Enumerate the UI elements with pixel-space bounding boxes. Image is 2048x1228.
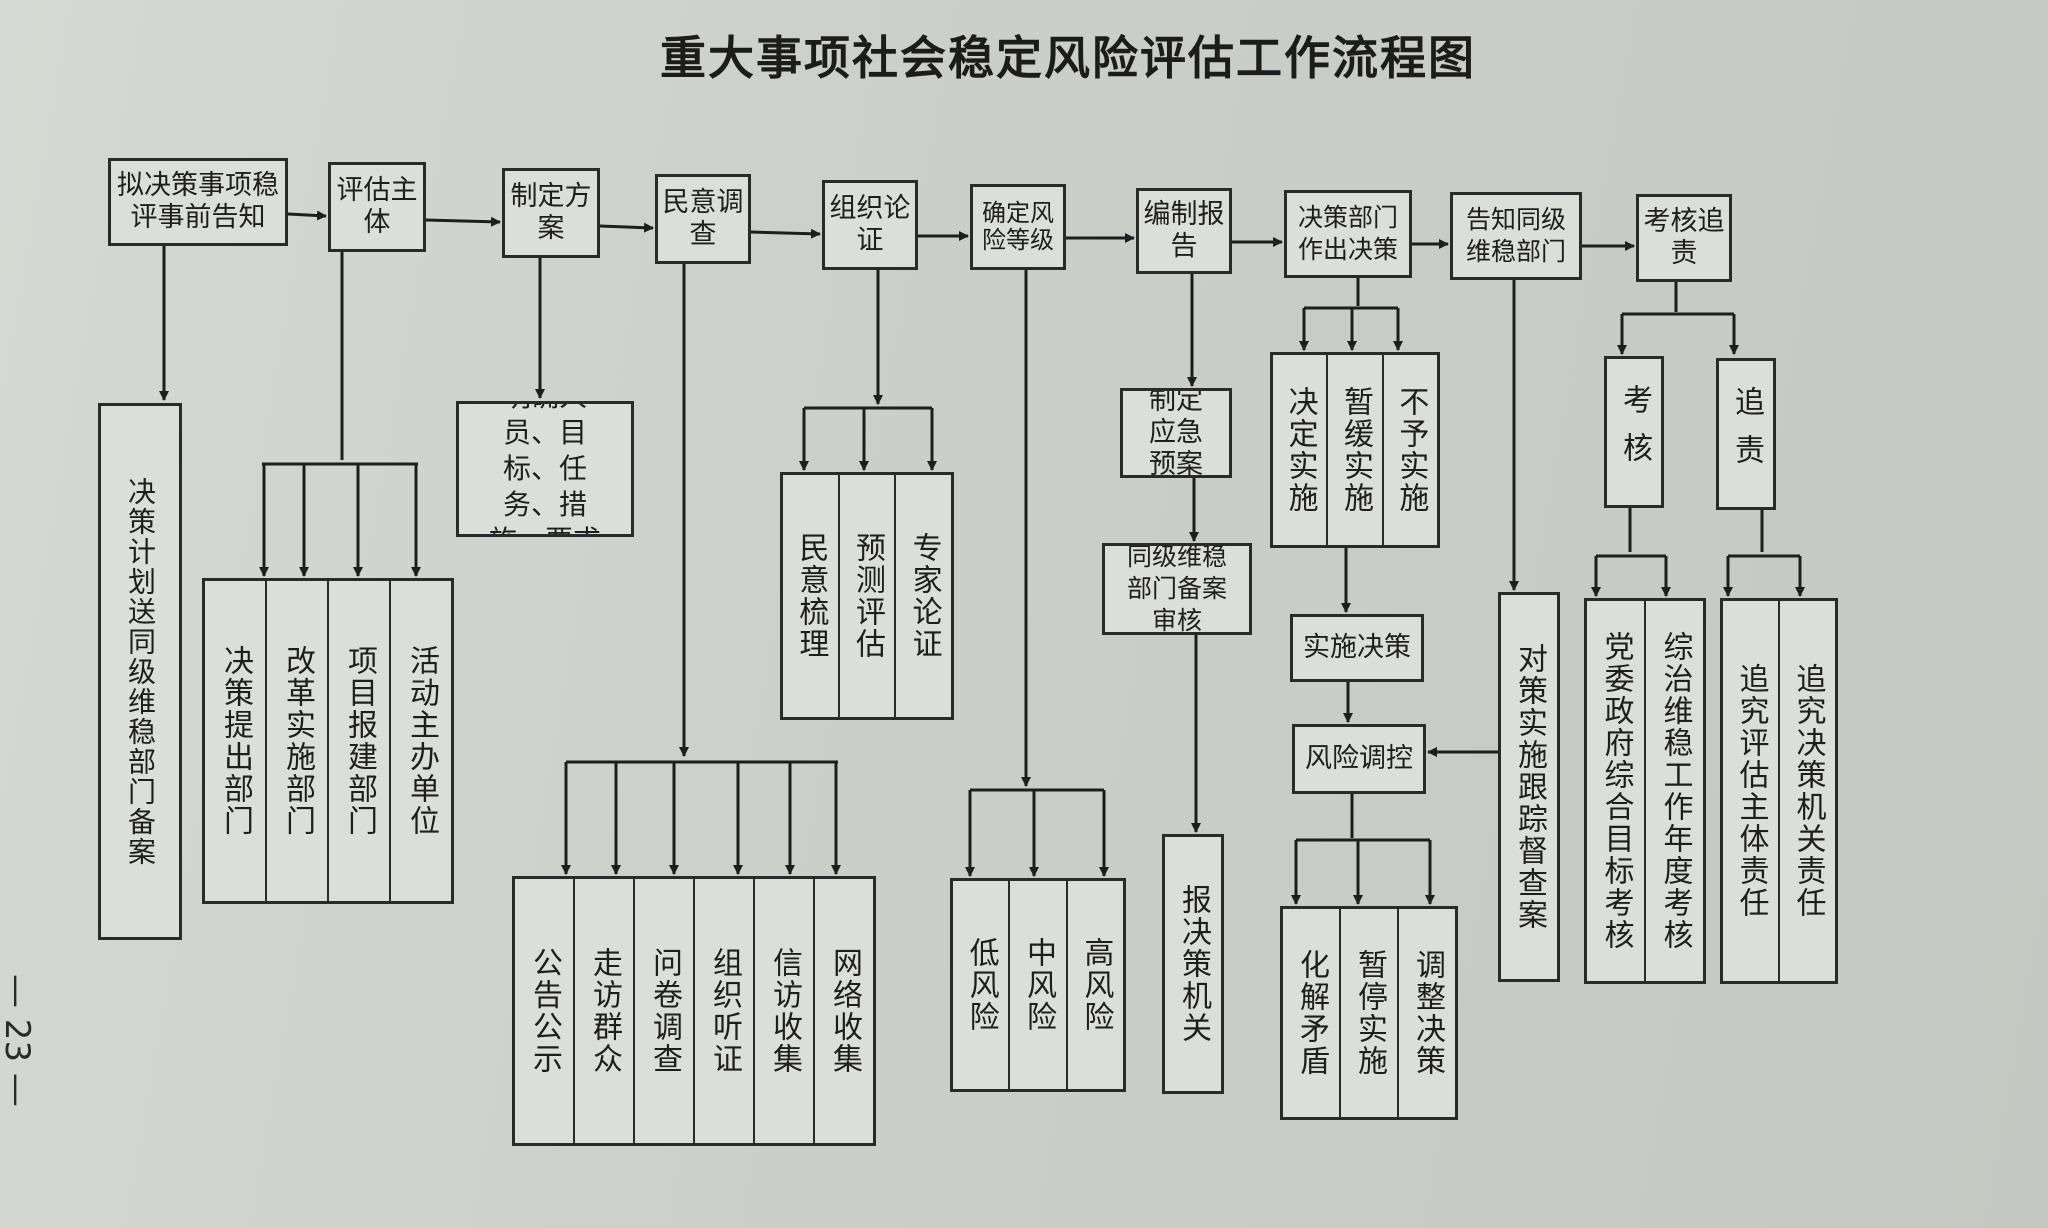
step-9-box: 告知同级维稳部门 — [1450, 192, 1582, 280]
step-1-detail-text: 决策计划送同级维稳部门备案 — [124, 476, 157, 867]
step-5-box: 组织论证 — [822, 180, 918, 270]
step-7-plan-box: 制定应急预案 — [1120, 388, 1232, 478]
step-10-assess-items-group: 党委政府综合目标考核 综治维稳工作年度考核 — [1584, 598, 1706, 984]
step-10-assess-item-cell: 综治维稳工作年度考核 — [1657, 631, 1693, 951]
flow-arrow — [287, 210, 327, 221]
step-5-method-cell: 预测评估 — [840, 475, 897, 717]
step-8-measure-cell: 化解矛盾 — [1283, 909, 1341, 1117]
step-10-assess-item-cell: 党委政府综合目标考核 — [1587, 601, 1646, 981]
step-10-accountability-text: 追责 — [1729, 386, 1764, 482]
page-number: — 23 — — [0, 973, 37, 1107]
step-2-subject-cell: 活动主办单位 — [404, 645, 439, 837]
step-8-decision-cell: 暂缓实施 — [1328, 355, 1384, 545]
page-title: 重大事项社会稳定风险评估工作流程图 — [660, 31, 1476, 85]
step-2-subject-cell: 改革实施部门 — [267, 581, 329, 901]
step-9-detail-text: 对策实施跟踪督查案 — [1512, 643, 1547, 931]
step-10-accountability-item-cell: 追究评估主体责任 — [1723, 601, 1780, 981]
step-7-box: 编制报告 — [1136, 188, 1232, 274]
step-2-subject-cell: 项目报建部门 — [329, 581, 391, 901]
step-4-method-cell: 网络收集 — [827, 947, 862, 1075]
step-6-levels-group: 低风险 中风险 高风险 — [950, 878, 1126, 1092]
step-3-detail-box: 明确人员、目标、任务、措施、要求 — [456, 401, 634, 537]
step-4-method-cell: 信访收集 — [755, 879, 815, 1143]
step-10-accountability-item-cell: 追究决策机关责任 — [1790, 663, 1826, 919]
step-1-box: 拟决策事项稳评事前告知 — [108, 158, 288, 246]
step-6-level-cell: 中风险 — [1010, 881, 1068, 1089]
flow-arrow — [599, 222, 654, 233]
step-2-subject-cell: 决策提出部门 — [205, 581, 267, 901]
step-6-box: 确定风险等级 — [970, 184, 1066, 270]
step-5-method-cell: 专家论证 — [906, 532, 942, 660]
step-5-method-cell: 民意梳理 — [783, 475, 840, 717]
step-10-assess-box: 考核 — [1604, 356, 1664, 508]
flow-arrow — [425, 216, 501, 227]
step-8-measures-group: 化解矛盾 暂停实施 调整决策 — [1280, 906, 1458, 1120]
flow-arrow — [750, 228, 821, 239]
step-8-control-box: 风险调控 — [1292, 724, 1426, 794]
step-9-detail-box: 对策实施跟踪督查案 — [1498, 592, 1560, 982]
step-7-review-box: 同级维稳部门备案审核 — [1102, 543, 1252, 635]
step-2-subjects-group: 决策提出部门 改革实施部门 项目报建部门 活动主办单位 — [202, 578, 454, 904]
step-7-report-box: 报决策机关 — [1162, 834, 1224, 1094]
step-4-method-cell: 组织听证 — [695, 879, 755, 1143]
step-5-methods-group: 民意梳理 预测评估 专家论证 — [780, 472, 954, 720]
step-6-level-cell: 高风险 — [1078, 937, 1114, 1033]
step-4-method-cell: 问卷调查 — [635, 879, 695, 1143]
step-10-assess-text: 考核 — [1617, 384, 1652, 480]
step-1-detail-box: 决策计划送同级维稳部门备案 — [98, 403, 182, 940]
step-7-report-text: 报决策机关 — [1176, 884, 1211, 1044]
step-8-decision-cell: 不予实施 — [1393, 386, 1429, 514]
step-10-box: 考核追责 — [1636, 194, 1732, 282]
step-8-box: 决策部门作出决策 — [1284, 190, 1412, 278]
step-4-box: 民意调查 — [655, 174, 751, 264]
step-4-method-cell: 公告公示 — [515, 879, 575, 1143]
step-8-implement-box: 实施决策 — [1290, 614, 1424, 682]
step-10-accountability-box: 追责 — [1716, 358, 1776, 510]
step-8-measure-cell: 调整决策 — [1410, 949, 1445, 1077]
step-3-box: 制定方案 — [502, 168, 600, 258]
step-10-accountability-items-group: 追究评估主体责任 追究决策机关责任 — [1720, 598, 1838, 984]
step-4-methods-group: 公告公示 走访群众 问卷调查 组织听证 信访收集 网络收集 — [512, 876, 876, 1146]
step-2-box: 评估主体 — [328, 162, 426, 252]
step-8-decisions-group: 决定实施 暂缓实施 不予实施 — [1270, 352, 1440, 548]
step-8-measure-cell: 暂停实施 — [1341, 909, 1399, 1117]
step-4-method-cell: 走访群众 — [575, 879, 635, 1143]
step-6-level-cell: 低风险 — [953, 881, 1011, 1089]
step-8-decision-cell: 决定实施 — [1273, 355, 1329, 545]
